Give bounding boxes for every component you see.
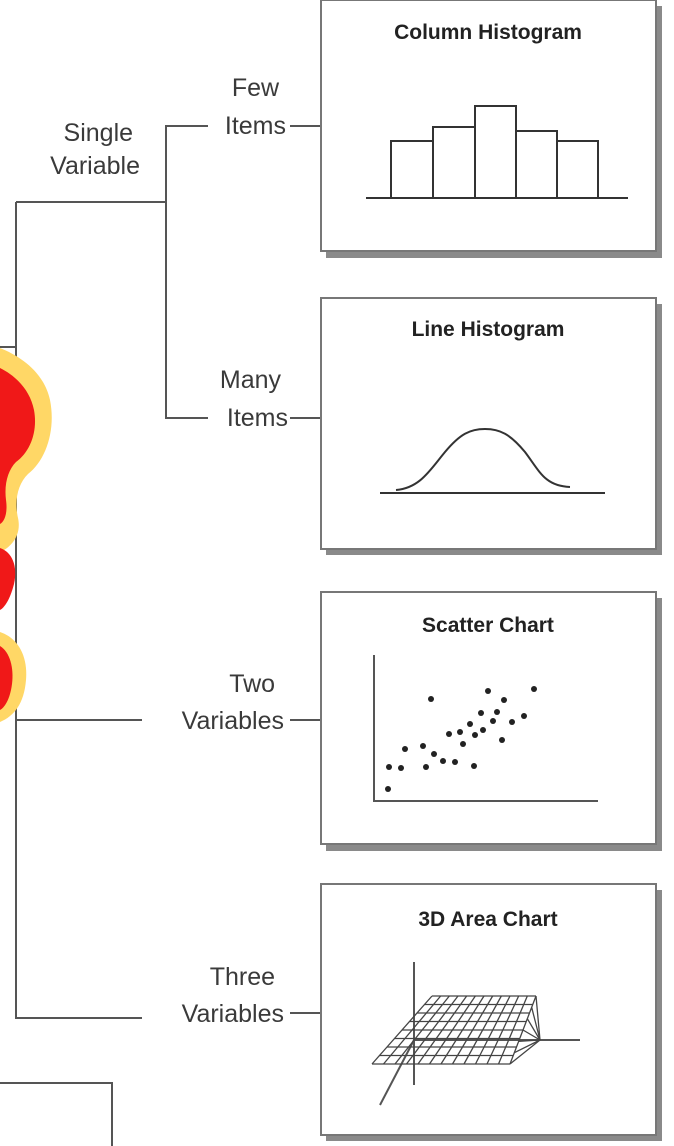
column-histogram-bar-3: [474, 105, 517, 199]
scatter-dot: [490, 718, 496, 724]
scatter-dot: [431, 751, 437, 757]
scatter-dot: [440, 758, 446, 764]
area-3d-mesh-line: [514, 1039, 541, 1054]
items-split-connector: [165, 125, 208, 419]
scatter-dot: [485, 688, 491, 694]
scatter-dot: [457, 729, 463, 735]
many-items-label: Many Items: [220, 366, 288, 432]
three-variables-label: Three Variables: [182, 963, 284, 1028]
scatter-chart-axes: [373, 655, 598, 802]
scatter-dot: [521, 713, 527, 719]
column-histogram-bar-1: [390, 140, 434, 199]
two-variables-label-line1: Two: [229, 670, 275, 698]
scatter-dot: [494, 709, 500, 715]
column-histogram-box: Column Histogram: [320, 0, 662, 258]
bottom-partial-box: [0, 1082, 113, 1146]
single-variable-label-line2: Variable: [50, 152, 140, 180]
area-chart-3d-box: 3D Area Chart: [320, 883, 662, 1141]
single-variable-label: Single Variable: [50, 119, 140, 180]
scatter-dot: [386, 764, 392, 770]
scatter-chart-icon: [373, 655, 598, 802]
scatter-dot: [472, 732, 478, 738]
scatter-dot: [471, 763, 477, 769]
area-chart-3d-box-frame: [320, 883, 657, 1136]
scatter-dot: [420, 743, 426, 749]
area-3d-mesh-line: [531, 1007, 541, 1041]
area-3d-mesh-line: [526, 1018, 541, 1041]
area-3d-mesh-line: [522, 1029, 541, 1041]
area-3d-axis-depth: [379, 1039, 415, 1106]
scatter-dot: [446, 731, 452, 737]
few-items-label-line1: Few: [232, 74, 280, 102]
line-histogram-title: Line Histogram: [412, 318, 565, 341]
area-3d-mesh: [371, 995, 541, 1065]
highlight-blob-lower-inner: [0, 646, 13, 710]
column-histogram-bar-2: [432, 126, 476, 199]
highlight-annotation: [0, 348, 52, 722]
many-items-label-line2: Items: [227, 404, 288, 432]
connector-tree: [0, 125, 322, 1146]
line-histogram-box: Line Histogram: [320, 297, 662, 555]
3d-area-chart-icon: [371, 962, 580, 1106]
scatter-dot: [385, 786, 391, 792]
scatter-dot: [402, 746, 408, 752]
branch-labels: Single Variable Few Items Many Items Two…: [50, 74, 288, 1028]
column-histogram-icon: [366, 105, 628, 199]
area-3d-mesh-line: [518, 1039, 541, 1042]
three-variables-label-line2: Variables: [182, 1000, 284, 1028]
scatter-dot: [509, 719, 515, 725]
highlight-blob-middle: [0, 548, 16, 610]
area-3d-mesh-line: [509, 1039, 541, 1065]
area-chart-3d-title: 3D Area Chart: [418, 908, 557, 931]
scatter-dot: [501, 697, 507, 703]
column-histogram-bar-4: [515, 130, 558, 199]
scatter-dot: [460, 741, 466, 747]
few-items-label-line2: Items: [225, 112, 286, 140]
highlight-blob-upper-inner: [0, 368, 36, 524]
single-variable-label-line1: Single: [64, 119, 134, 147]
line-histogram-box-frame: [320, 297, 657, 550]
scatter-dot: [467, 721, 473, 727]
line-histogram-icon: [380, 427, 605, 494]
scatter-dot: [531, 686, 537, 692]
scatter-chart-box: Scatter Chart: [320, 591, 662, 851]
scatter-dot: [398, 765, 404, 771]
two-variables-label: Two Variables: [182, 670, 284, 735]
scatter-dot: [499, 737, 505, 743]
trunk-line: [15, 202, 142, 1019]
column-histogram-title: Column Histogram: [394, 21, 582, 44]
column-histogram-bar-5: [556, 140, 599, 199]
scatter-dot: [480, 727, 486, 733]
scatter-chart-title: Scatter Chart: [422, 614, 554, 637]
many-items-label-line1: Many: [220, 366, 282, 394]
line-histogram-curve: [395, 427, 571, 491]
area-3d-mesh-line: [535, 995, 541, 1041]
scatter-dot: [452, 759, 458, 765]
scatter-dot: [423, 764, 429, 770]
scatter-dot: [478, 710, 484, 716]
scatter-dot: [428, 696, 434, 702]
three-variables-label-line1: Three: [210, 963, 275, 991]
few-items-label: Few Items: [225, 74, 286, 140]
two-variables-label-line2: Variables: [182, 707, 284, 735]
